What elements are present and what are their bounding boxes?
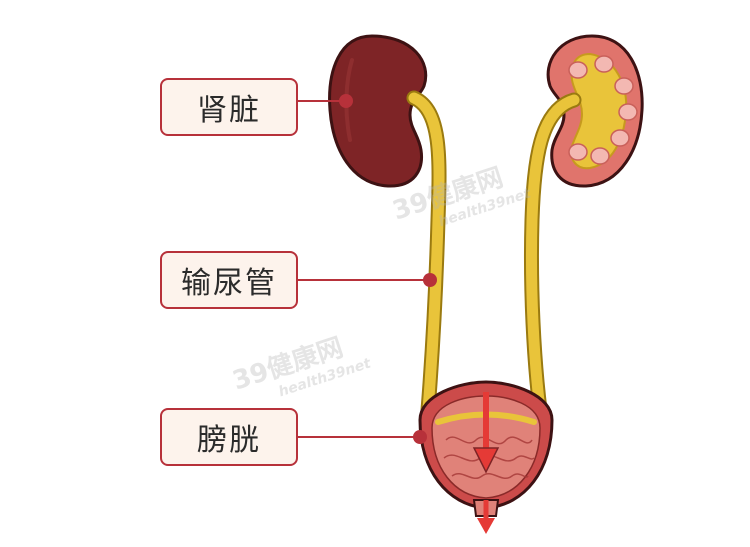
ureters bbox=[406, 90, 582, 418]
down-arrow-icon bbox=[472, 392, 500, 474]
kidney-label: 肾脏 bbox=[160, 78, 298, 136]
bladder-leader-dot bbox=[413, 430, 427, 444]
urine-flow-arrows bbox=[472, 392, 500, 534]
right-kidney bbox=[546, 34, 644, 188]
ureter-leader-dot bbox=[423, 273, 437, 287]
bladder-label: 膀胱 bbox=[160, 408, 298, 466]
ureter-label: 输尿管 bbox=[160, 251, 298, 309]
leader-lines bbox=[298, 94, 437, 444]
outflow-arrow-icon bbox=[477, 500, 495, 534]
kidney-leader-dot bbox=[339, 94, 353, 108]
left-kidney bbox=[328, 34, 428, 188]
